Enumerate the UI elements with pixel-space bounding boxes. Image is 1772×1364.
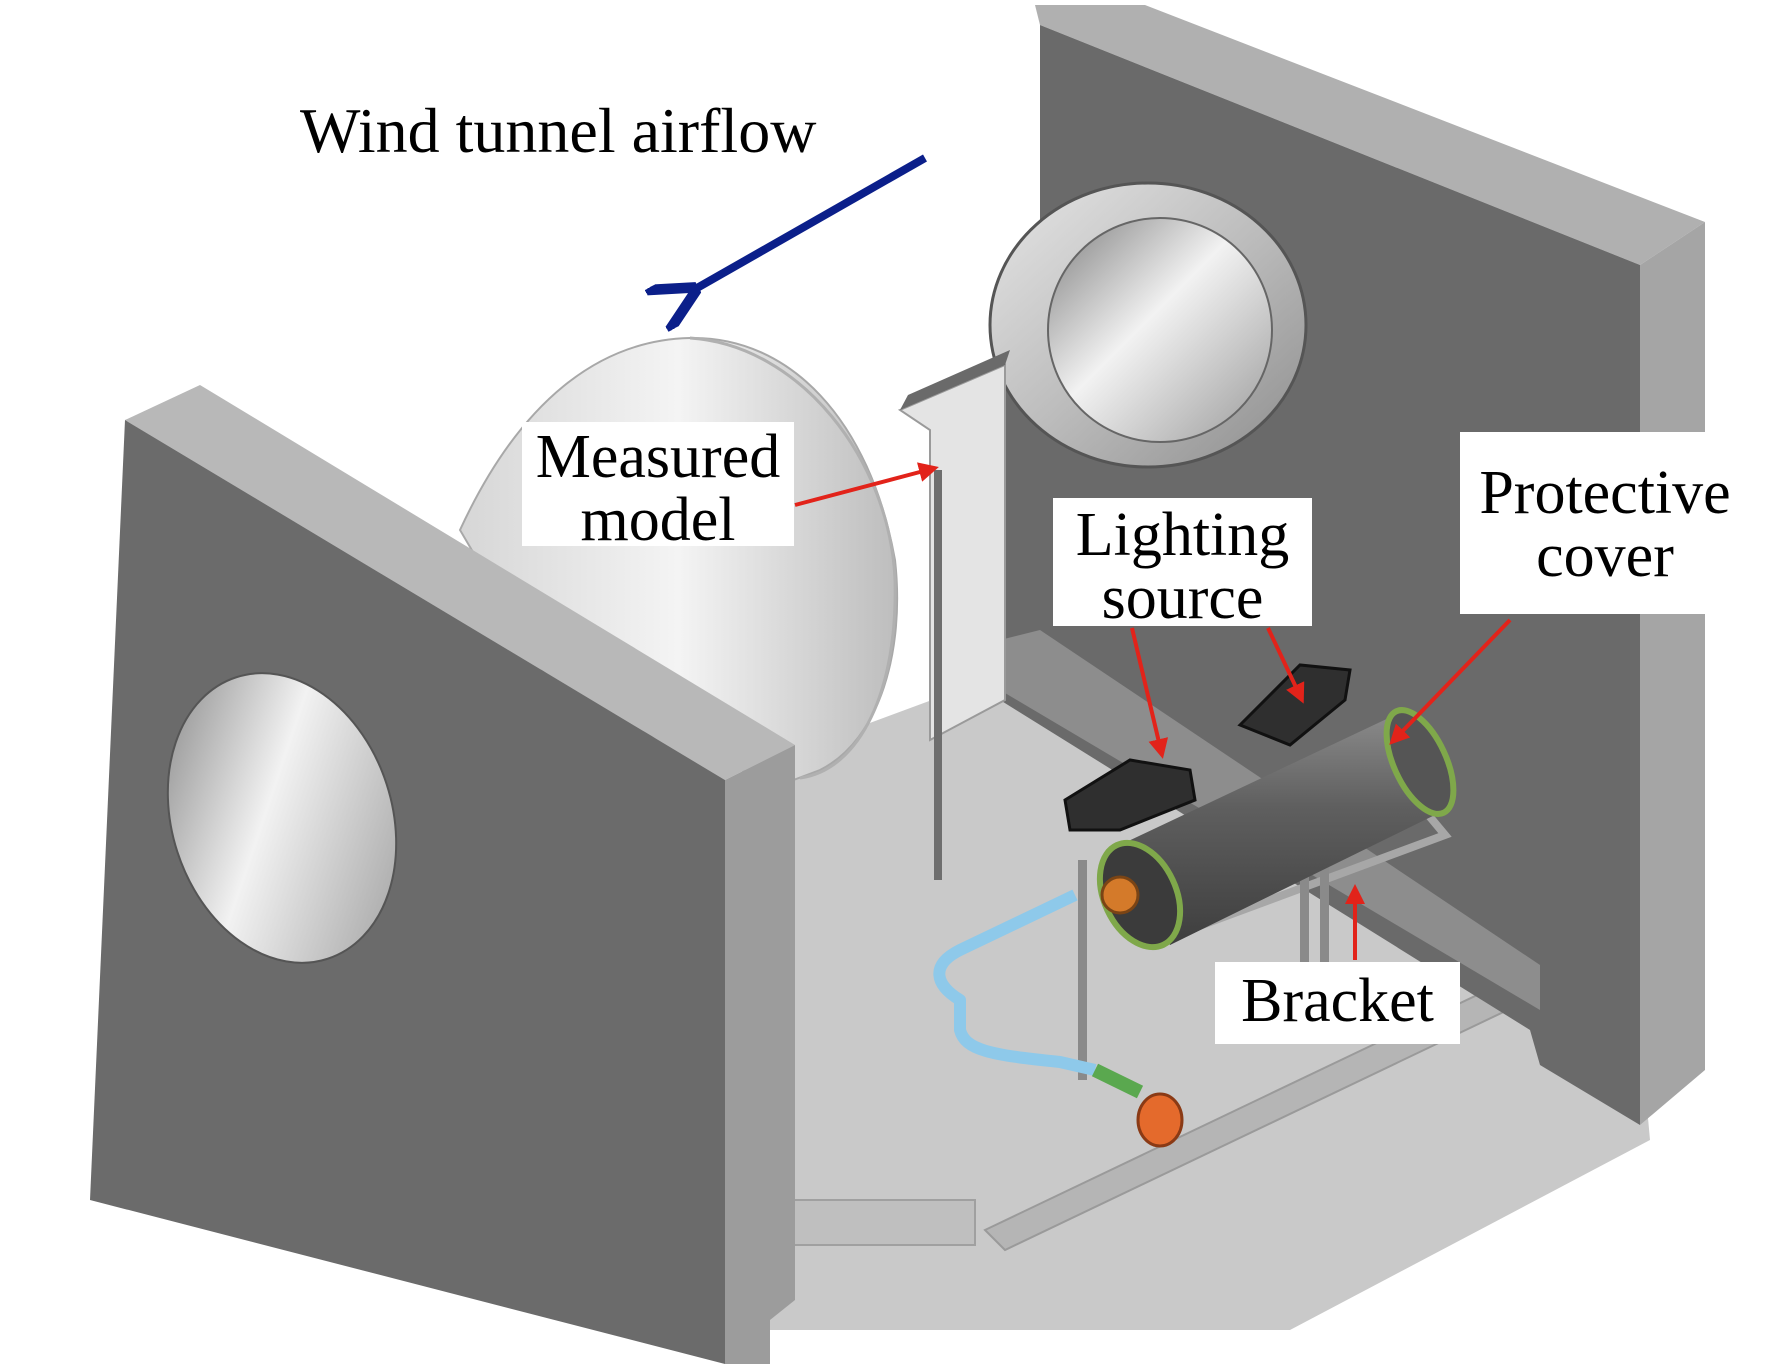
label-protective-cover: Protective cover — [1460, 432, 1750, 614]
label-wind-tunnel-airflow: Wind tunnel airflow — [300, 95, 817, 166]
front-wall-side-edge — [725, 745, 795, 1364]
airflow-arrow — [690, 154, 927, 292]
bracket-leg-3 — [1320, 830, 1329, 1010]
label-lighting-source-line-2: source — [1101, 564, 1264, 633]
bracket-leg-1 — [1078, 860, 1087, 1080]
arrow-lighting-source-2 — [1266, 627, 1305, 704]
coolant-pipe — [933, 889, 1097, 1076]
arrow-lighting-source-1 — [1130, 627, 1169, 759]
outlet-ring-bore — [1047, 217, 1273, 443]
inlet-bore — [166, 672, 398, 964]
label-bracket: Bracket — [1215, 962, 1460, 1044]
front-wall — [90, 420, 725, 1364]
model-sting — [934, 470, 942, 880]
label-lighting-source: Lighting source — [1053, 498, 1312, 630]
support-plate-top — [900, 350, 1010, 410]
arrow-protective-cover — [1389, 618, 1512, 745]
measured-model-base-edge — [689, 336, 897, 780]
tunnel-floor — [770, 660, 1650, 1330]
back-wall-right-edge — [1640, 222, 1705, 1125]
bracket-leg-2 — [1300, 820, 1309, 1020]
floor-step — [769, 1199, 976, 1246]
label-lighting-source-line-1: Lighting — [1075, 501, 1290, 569]
front-wall-top-edge — [125, 385, 795, 780]
label-measured-model: Measured model — [522, 422, 794, 552]
pipe-connector — [1091, 1063, 1144, 1099]
label-measured-model-line-1: Measured — [535, 423, 781, 491]
label-measured-model-line-2: model — [580, 486, 736, 555]
arrow-measured-model — [794, 462, 939, 507]
protective-cover-cylinder — [1096, 707, 1457, 951]
label-protective-cover-line-1: Protective — [1479, 459, 1731, 527]
model-support-plate — [897, 363, 1006, 742]
pipe-flange — [1136, 1092, 1184, 1148]
back-wall-top-edge — [1035, 5, 1705, 265]
lighting-source-head-1 — [1063, 758, 1197, 832]
label-protective-cover-line-2: cover — [1536, 522, 1674, 591]
